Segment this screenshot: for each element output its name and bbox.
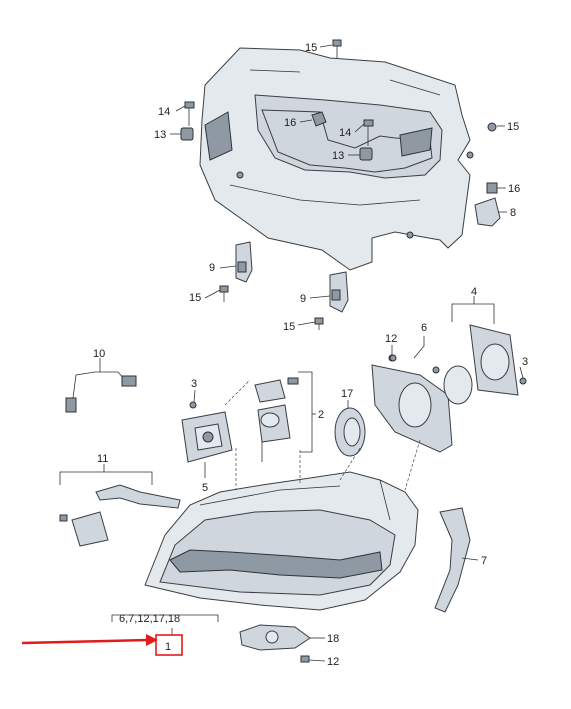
callout-14a: 14 — [158, 106, 170, 118]
leader-lines — [59, 44, 524, 662]
bracket-8-icon — [474, 197, 501, 227]
highlight-arrowhead — [146, 634, 158, 646]
callout-15a: 15 — [305, 42, 317, 54]
callout-18: 18 — [327, 633, 339, 645]
callout-1-parts: 6,7,12,17,18 — [119, 613, 180, 625]
lens-module-4-icon — [469, 324, 519, 396]
highlight-arrow — [21, 638, 149, 645]
screw-3a-icon — [519, 377, 527, 385]
callout-5: 5 — [202, 482, 208, 494]
clip-nut-13b-icon — [359, 147, 373, 161]
trim-cover-7-icon — [434, 507, 471, 613]
callout-10: 10 — [93, 348, 105, 360]
callout-14b: 14 — [339, 127, 351, 139]
screw-14a-icon — [184, 101, 195, 126]
callout-6: 6 — [421, 322, 427, 334]
callout-labels: 15 14 13 16 14 13 15 16 8 9 15 9 15 4 12… — [93, 42, 528, 668]
callout-3b: 3 — [191, 378, 197, 390]
screw-12a-icon — [389, 354, 397, 362]
callout-2: 2 — [318, 409, 324, 421]
callout-16a: 16 — [284, 117, 296, 129]
screw-14b-icon — [363, 119, 374, 146]
screw-15a-icon — [332, 39, 342, 58]
bracket-9b-icon — [329, 271, 349, 313]
screw-15c-icon — [219, 285, 229, 302]
callout-8: 8 — [510, 207, 516, 219]
cable-harness-10-icon — [65, 371, 137, 413]
clip-16b-icon — [486, 182, 498, 194]
highlight-box — [155, 634, 183, 656]
clip-16a-icon — [311, 111, 327, 127]
callout-13b: 13 — [332, 150, 344, 162]
bracket-set-11-icon — [59, 484, 181, 547]
screw-15b-icon — [487, 122, 497, 132]
control-unit-5-icon — [181, 411, 233, 463]
housing-cover-icon — [371, 354, 473, 453]
headlight-assembly-icon — [144, 471, 419, 611]
callout-16b: 16 — [508, 183, 520, 195]
callout-4: 4 — [471, 286, 477, 298]
highlight-marker — [21, 634, 183, 656]
mounting-bracket-icon — [199, 47, 474, 271]
callout-11: 11 — [97, 453, 108, 465]
screw-3b-icon — [189, 401, 197, 409]
callout-1: 1 — [165, 641, 171, 653]
seal-cap-17-icon — [334, 407, 366, 457]
bracket-9a-icon — [235, 241, 253, 283]
leveling-motor-2-icon — [254, 377, 299, 462]
callout-7: 7 — [481, 555, 487, 567]
callout-12a: 12 — [385, 333, 397, 345]
callout-15b: 15 — [507, 121, 519, 133]
callout-12b: 12 — [327, 656, 339, 668]
seal-18-icon — [239, 624, 311, 651]
screw-12b-icon — [300, 655, 310, 663]
callout-13a: 13 — [154, 129, 166, 141]
callout-15d: 15 — [283, 321, 295, 333]
screw-15d-icon — [314, 317, 324, 330]
callout-9b: 9 — [300, 293, 306, 305]
callout-15c: 15 — [189, 292, 201, 304]
callout-9a: 9 — [209, 262, 215, 274]
callout-3a: 3 — [522, 356, 528, 368]
callout-17: 17 — [341, 388, 353, 400]
clip-nut-13a-icon — [180, 127, 194, 141]
